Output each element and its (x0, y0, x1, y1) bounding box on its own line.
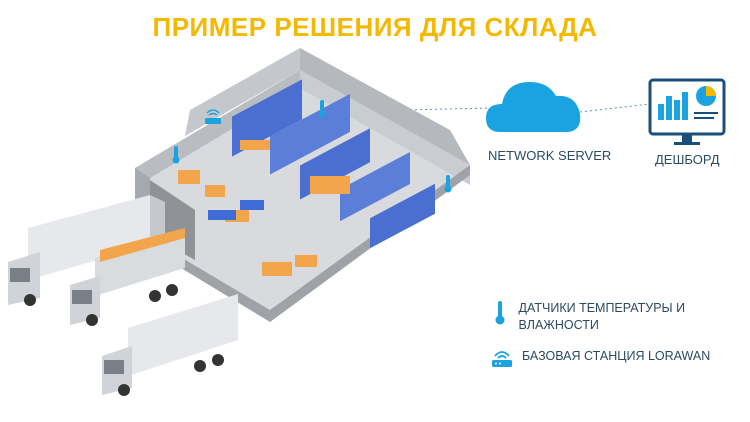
legend: ДАТЧИКИ ТЕМПЕРАТУРЫ И ВЛАЖНОСТИ БАЗОВАЯ … (488, 300, 738, 382)
warehouse-floor-edge (135, 165, 470, 322)
blue-crates (208, 200, 264, 220)
cloud-icon (486, 82, 581, 132)
page-title: ПРИМЕР РЕШЕНИЯ ДЛЯ СКЛАДА (152, 12, 598, 42)
dashboard-monitor-icon (648, 78, 726, 145)
network-server-label: NETWORK SERVER (488, 148, 612, 163)
thermometer-icon (444, 175, 452, 193)
warehouse-roof-right (300, 48, 470, 165)
truck-icon (102, 294, 238, 396)
truck-icon (70, 228, 185, 326)
legend-item-sensors: ДАТЧИКИ ТЕМПЕРАТУРЫ И ВЛАЖНОСТИ (488, 300, 738, 334)
link-cloud-dashboard (579, 103, 651, 113)
thermometer-icon (318, 100, 326, 118)
wifi-router-icon (488, 348, 516, 368)
legend-base-station-label: БАЗОВАЯ СТАНЦИЯ LORAWAN (522, 349, 711, 363)
legend-item-base-station: БАЗОВАЯ СТАНЦИЯ LORAWAN (488, 348, 738, 368)
thermometer-icon (488, 300, 513, 326)
box-stacks (178, 140, 350, 276)
wifi-router-icon (205, 109, 221, 124)
dashboard-label: ДЕШБОРД (655, 152, 720, 167)
thermometer-icon (172, 146, 180, 164)
legend-sensors-label: ДАТЧИКИ ТЕМПЕРАТУРЫ И ВЛАЖНОСТИ (518, 301, 686, 332)
